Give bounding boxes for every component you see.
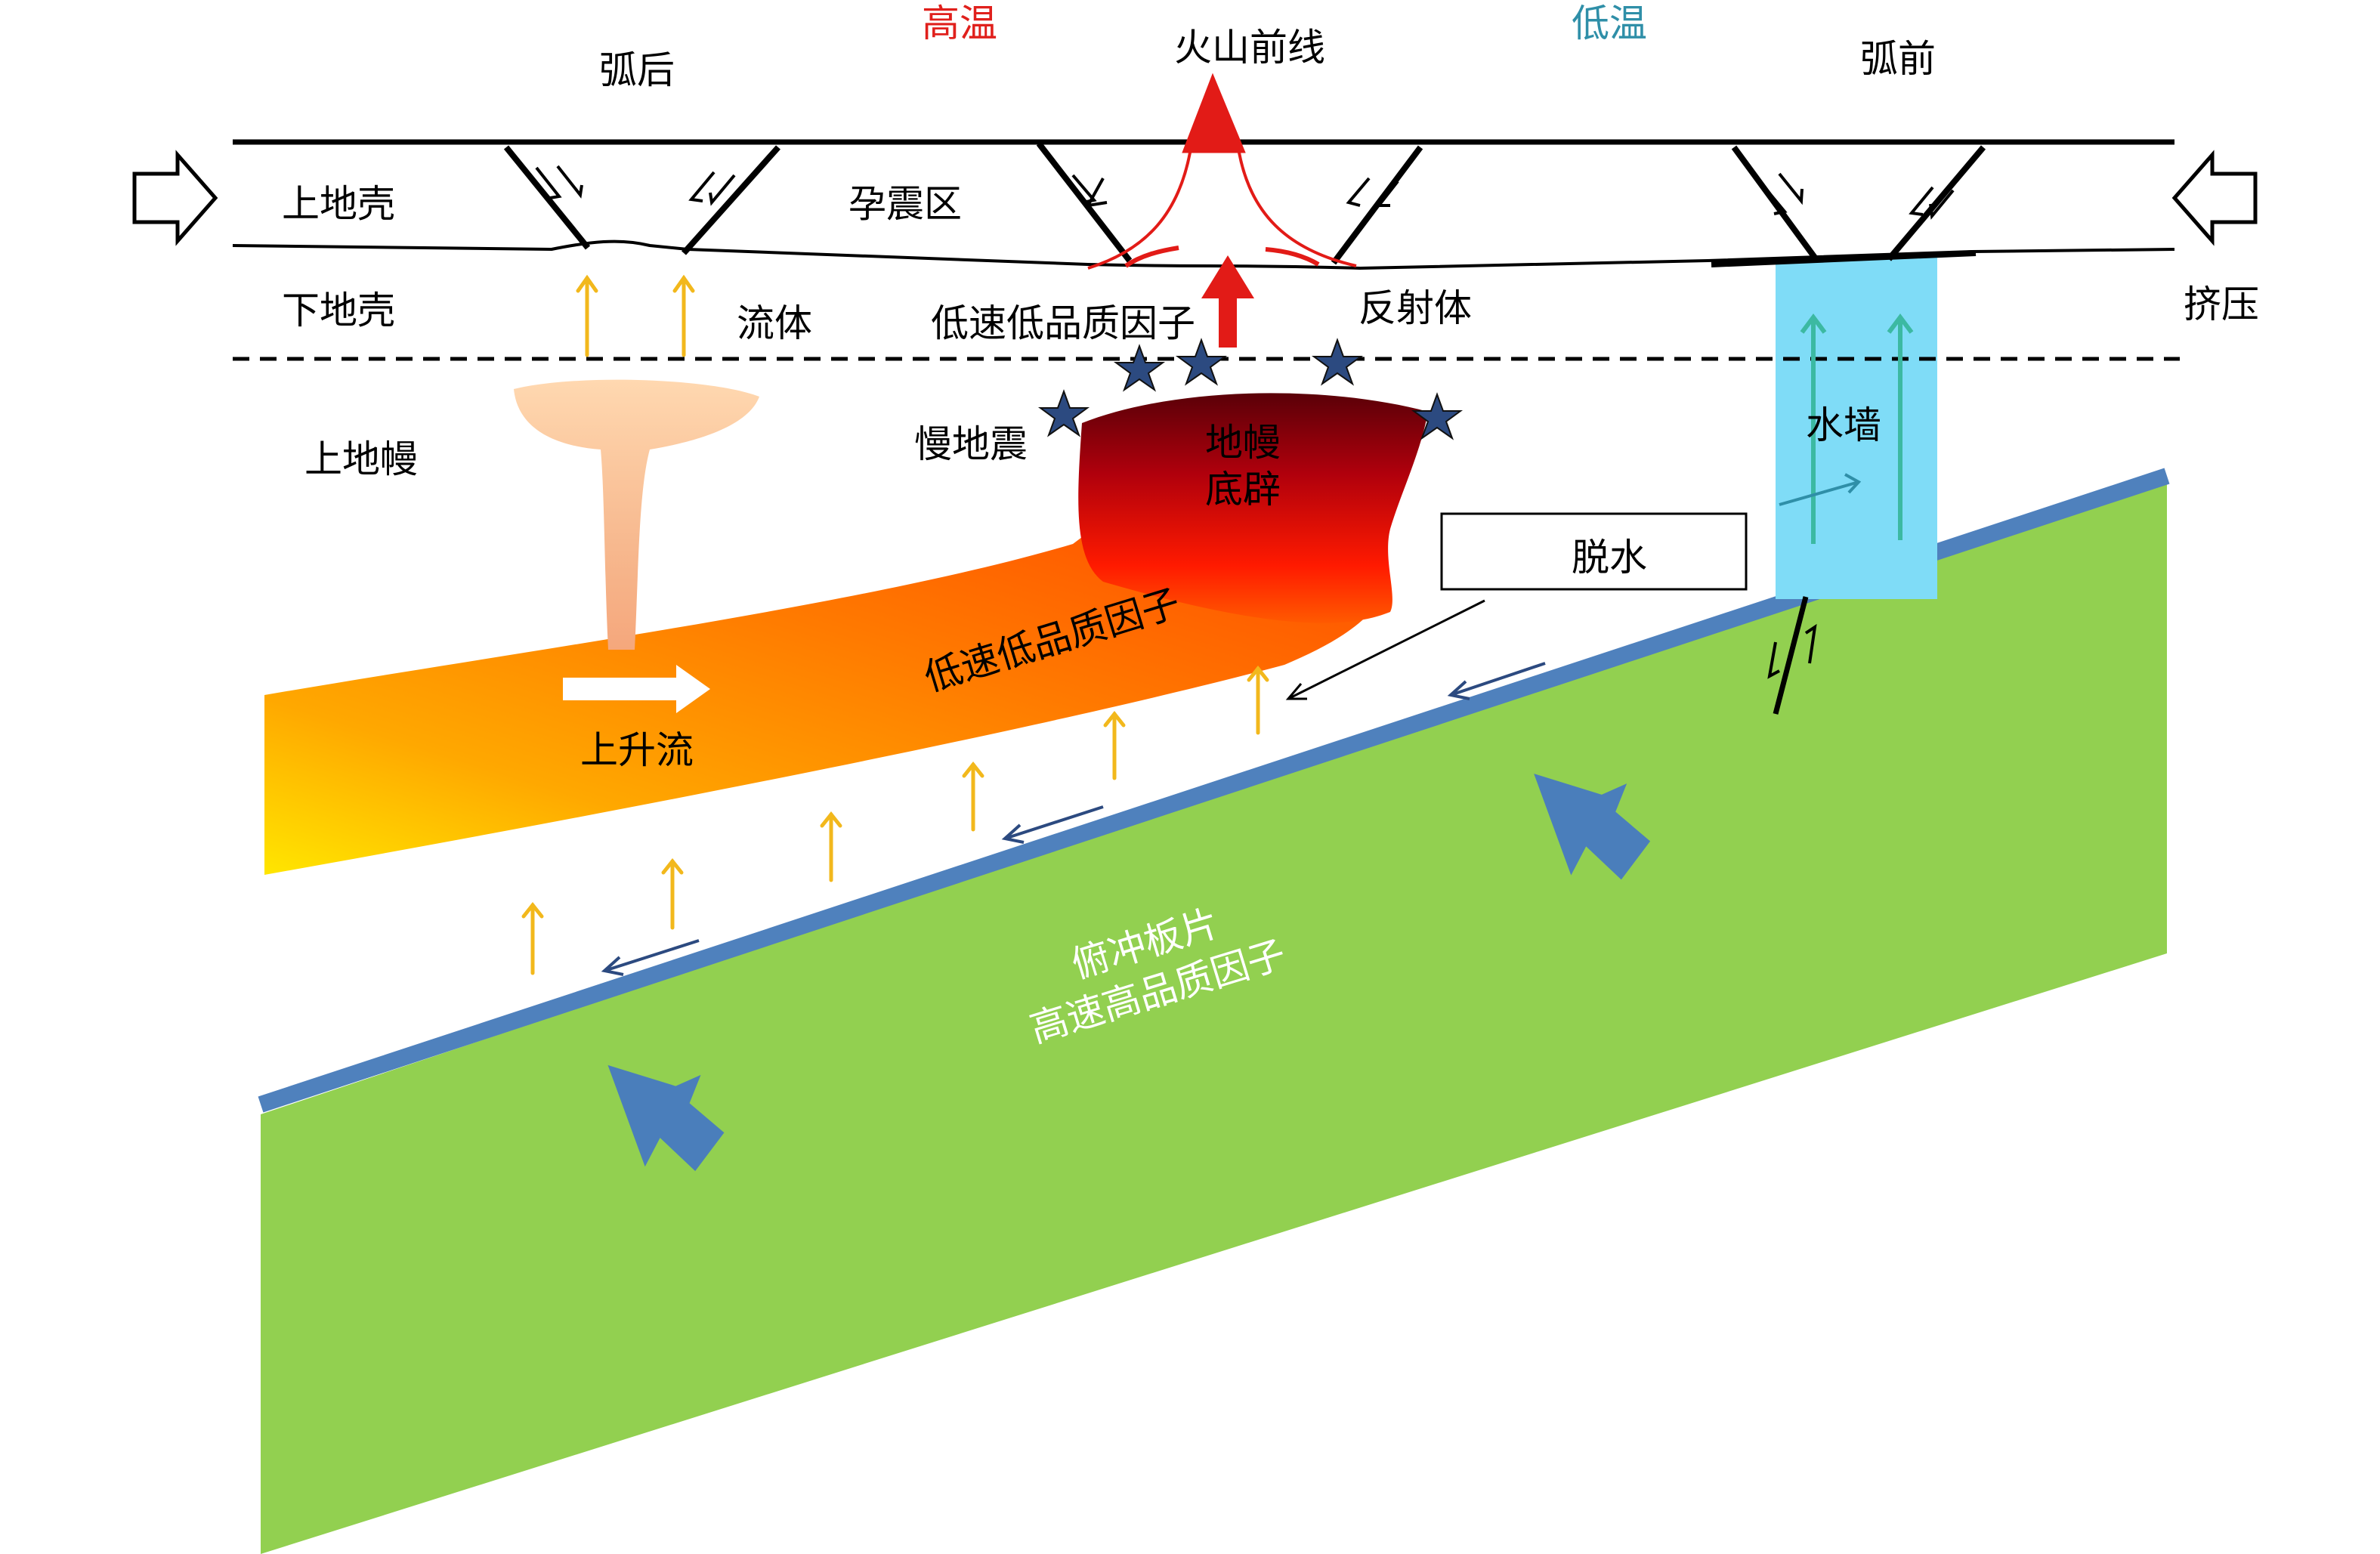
label-lower-crust: 下地壳 xyxy=(282,289,395,332)
label-low-v-low-q-crust: 低速低品质因子 xyxy=(931,301,1195,345)
water-wall-zone xyxy=(1776,257,1937,599)
magma-up-arrow-icon xyxy=(1201,255,1254,348)
dehydration-pointer-arrow xyxy=(1285,599,1485,700)
label-fluid: 流体 xyxy=(737,301,812,345)
dehydration-box xyxy=(1440,512,1748,591)
upwelling-arrow-icon xyxy=(563,665,710,713)
magma-conduit-lines xyxy=(1087,152,1357,270)
label-upper-mantle: 上地幔 xyxy=(304,437,418,481)
compression-arrow-left-icon xyxy=(132,150,218,246)
subducting-slab xyxy=(261,476,2167,1554)
label-diapir-line2: 底辟 xyxy=(1205,468,1281,511)
slab-fault xyxy=(1773,596,1809,715)
label-diapir-line1: 地幔 xyxy=(1205,421,1281,465)
label-upwelling: 上升流 xyxy=(580,728,694,772)
label-high-temp: 高温 xyxy=(922,2,997,45)
mantle-diapir xyxy=(1078,393,1428,623)
forearc-thick-segment xyxy=(1711,250,1977,267)
faults xyxy=(503,141,1986,265)
label-dehydration: 脱水 xyxy=(1572,536,1647,579)
plate-motion-arrow-lower-icon xyxy=(607,1064,725,1172)
label-upper-crust: 上地壳 xyxy=(282,182,395,226)
volcano-icon xyxy=(1182,73,1246,153)
plume xyxy=(514,379,759,650)
label-compression: 挤压 xyxy=(2184,283,2259,326)
water-wall-arrows xyxy=(1800,314,1914,544)
slab-fault-arrows xyxy=(1767,623,1817,679)
upper-crust-boundary xyxy=(232,239,2175,270)
label-fore-arc: 弧前 xyxy=(1860,37,1936,81)
water-wall-diagonal-arrow xyxy=(1779,473,1862,506)
label-water-wall: 水墙 xyxy=(1806,403,1881,447)
label-seismogenic-zone: 孕震区 xyxy=(848,182,962,226)
label-low-temp: 低温 xyxy=(1572,2,1647,45)
fluid-arrows xyxy=(521,274,1269,975)
slab-flow-arrows xyxy=(601,662,1546,976)
label-back-arc: 弧后 xyxy=(599,48,675,92)
label-slow-earthquake: 慢地震 xyxy=(914,422,1028,466)
mantle-upwelling-flow xyxy=(264,521,1390,875)
label-volcanic-front: 火山前线 xyxy=(1174,26,1325,70)
label-reflector: 反射体 xyxy=(1358,286,1472,330)
slow-earthquake-stars xyxy=(1037,338,1464,440)
plate-motion-arrow-upper-icon xyxy=(1534,774,1651,880)
fault-motion-arrows xyxy=(535,165,1955,220)
compression-arrow-right-icon xyxy=(2171,150,2258,246)
